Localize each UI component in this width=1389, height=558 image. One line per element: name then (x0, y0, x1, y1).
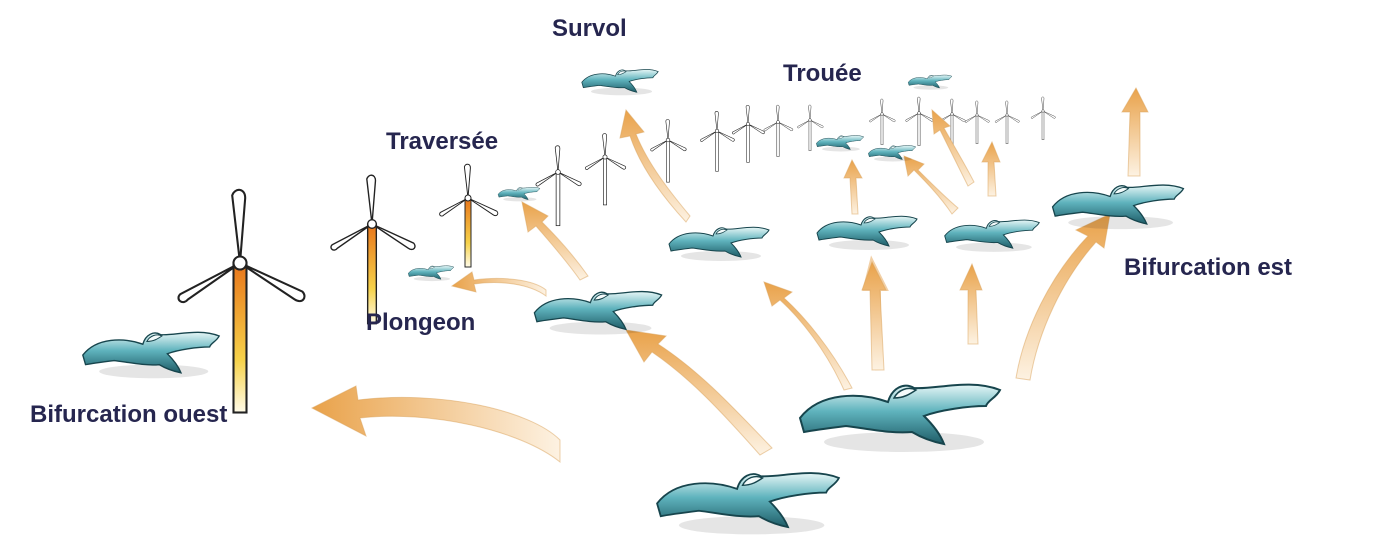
flight-path-arrow-icon (982, 142, 1000, 196)
flight-path-arrow-icon (1016, 214, 1110, 380)
label-bifurcation-est: Bifurcation est (1124, 256, 1292, 280)
wind-turbine-icon (331, 175, 415, 323)
flight-path-arrow-icon (312, 386, 560, 462)
flight-path-arrow-icon (452, 272, 546, 296)
wind-turbine-icon (440, 164, 498, 267)
wind-turbine-icon (965, 101, 989, 144)
wind-turbine-icon (585, 134, 625, 205)
wind-turbine-icon (995, 101, 1019, 144)
bird-icon (582, 70, 658, 96)
bird-icon (868, 146, 915, 162)
bird-icon (1053, 185, 1184, 229)
label-survol: Survol (552, 17, 627, 41)
wind-turbine-icon (764, 105, 793, 156)
bird-icon (800, 385, 1000, 452)
wind-turbine-row (178, 97, 1055, 413)
bird-icon (498, 187, 540, 201)
bird-icon (669, 227, 769, 261)
label-bifurcation-ouest: Bifurcation ouest (30, 403, 227, 427)
bird-icon (945, 220, 1040, 252)
flight-path-arrow-icon (904, 156, 958, 214)
wind-turbine-icon (178, 190, 304, 413)
flight-path-arrow-icon (960, 264, 982, 344)
bird-icon (83, 332, 219, 378)
bird-icon (908, 75, 952, 90)
flight-path-arrow-icon (626, 330, 772, 455)
flight-path-arrow-icon (1122, 88, 1148, 176)
flight-path-arrow-icon (522, 202, 588, 280)
flight-path-arrow-icon (844, 160, 862, 214)
bird-icon (816, 136, 863, 152)
wind-turbine-icon (1031, 97, 1055, 140)
flight-path-arrow-icon (620, 110, 690, 222)
bird-icon (408, 266, 453, 281)
label-plongeon: Plongeon (366, 311, 475, 335)
label-traversee: Traversée (386, 130, 498, 154)
wind-turbine-icon (869, 99, 895, 145)
bird-icon (817, 216, 917, 250)
bird-icon (534, 292, 661, 335)
wind-turbine-icon (700, 111, 734, 171)
flight-path-arrow-icon (764, 282, 852, 390)
wind-turbine-icon (732, 105, 764, 162)
label-trouee: Trouée (783, 62, 862, 86)
bird-icon (657, 473, 839, 534)
wind-turbine-icon (906, 97, 933, 146)
